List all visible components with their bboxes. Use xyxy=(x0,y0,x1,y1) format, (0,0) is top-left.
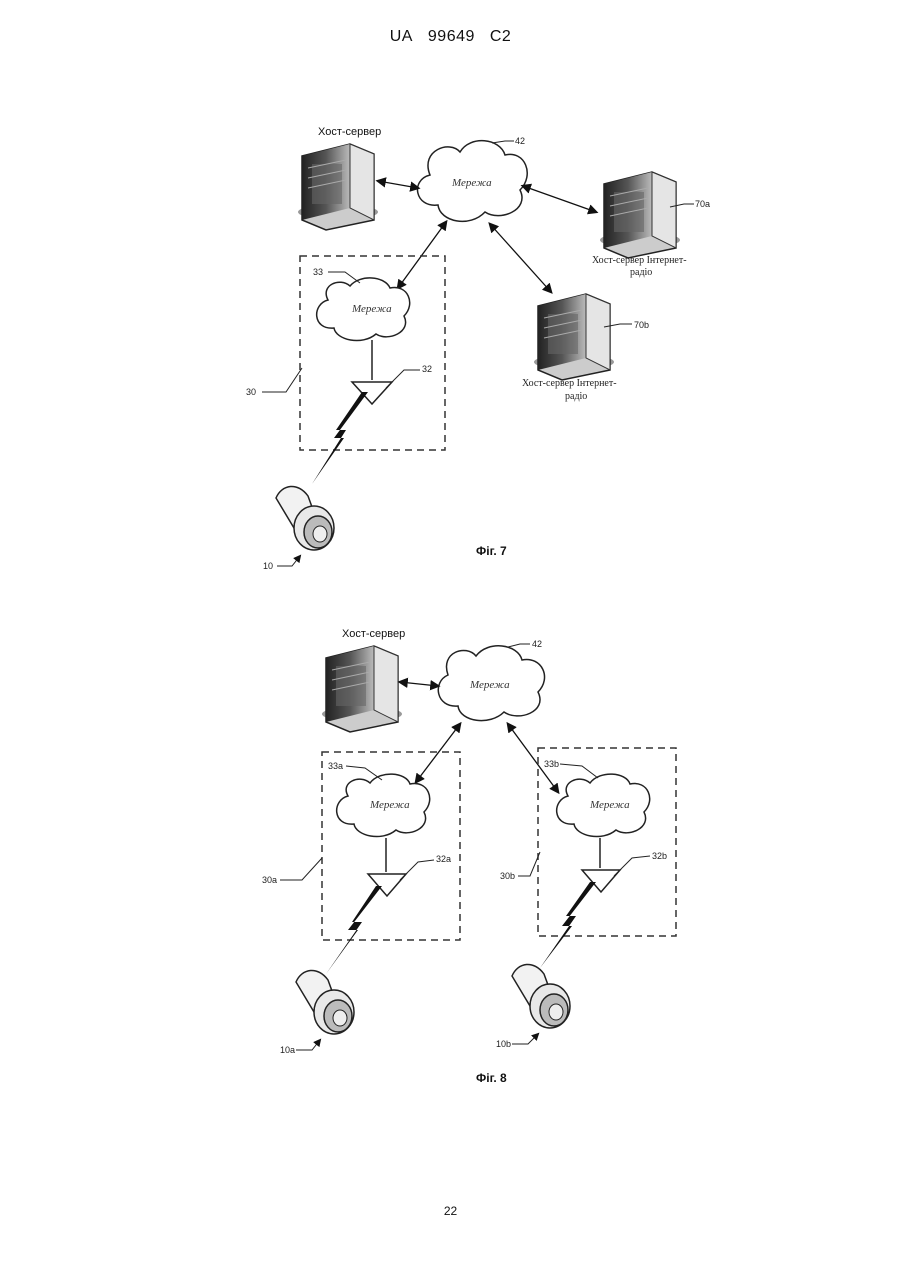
fig8-local-a-label: Мережа xyxy=(369,799,410,811)
fig7-antenna-ref: 32 xyxy=(422,364,432,374)
fig7-radio-server-b-icon xyxy=(534,294,614,380)
fig8-link-local-b xyxy=(508,724,558,792)
fig7-radio-server-a-label-1: Хост-сервер Інтернет- xyxy=(592,255,687,266)
fig8-caption: Фіг. 8 xyxy=(476,1071,507,1085)
page-number: 22 xyxy=(0,1204,901,1218)
fig7-radio-server-a-icon xyxy=(600,172,680,258)
fig8-host-server-icon xyxy=(322,646,402,732)
fig8-local-a-ref: 33a xyxy=(328,761,343,771)
fig8-local-b-ref: 33b xyxy=(544,759,559,769)
fig7-local-network-ref: 33 xyxy=(313,267,323,277)
fig8-network-ref: 42 xyxy=(532,639,542,649)
fig8-device-a-ref: 10a xyxy=(280,1045,295,1055)
fig8: Хост-сервер Мережа 42 30a Мережа 33a 32a… xyxy=(262,628,676,1085)
fig7-radio-server-b-ref: 70b xyxy=(634,320,649,330)
fig7-link-radio-b xyxy=(490,224,551,292)
fig7: Хост-сервер Мережа 42 70a Хост-сервер Ін… xyxy=(246,126,710,571)
fig7-link-radio-a xyxy=(523,186,596,212)
fig7-network-ref: 42 xyxy=(515,136,525,146)
fig8-wireless-b-icon xyxy=(540,882,596,968)
fig8-antenna-a-ref: 32a xyxy=(436,854,451,864)
fig7-radio-server-b-label-2: радіо xyxy=(565,391,587,402)
fig8-local-b-label: Мережа xyxy=(589,799,630,811)
fig7-caption: Фіг. 7 xyxy=(476,544,507,558)
fig7-system-ref: 30 xyxy=(246,387,256,397)
fig8-system-a-ref: 30a xyxy=(262,875,277,885)
fig8-link-local-a xyxy=(416,724,460,782)
fig7-link-local xyxy=(398,222,446,288)
fig7-radio-server-b-label-1: Хост-сервер Інтернет- xyxy=(522,378,617,389)
fig8-wireless-a-icon xyxy=(326,886,382,974)
fig7-host-server-icon xyxy=(298,144,378,230)
fig7-link-host xyxy=(378,181,418,188)
fig8-device-b-icon xyxy=(512,964,570,1028)
fig7-radio-server-a-ref: 70a xyxy=(695,199,710,209)
fig8-system-b-ref: 30b xyxy=(500,871,515,881)
fig8-host-server-label: Хост-сервер xyxy=(342,628,405,640)
fig7-radio-server-a-label-2: радіо xyxy=(630,267,652,278)
fig8-link-host xyxy=(400,682,438,686)
fig7-device-ref: 10 xyxy=(263,561,273,571)
fig7-local-network-label: Мережа xyxy=(351,303,392,315)
fig7-wireless-link-icon xyxy=(312,392,368,484)
fig8-network-label: Мережа xyxy=(469,679,510,691)
fig7-network-label: Мережа xyxy=(451,177,492,189)
fig7-device-icon xyxy=(276,486,334,550)
fig8-device-a-icon xyxy=(296,970,354,1034)
fig8-antenna-b-ref: 32b xyxy=(652,851,667,861)
fig8-device-b-ref: 10b xyxy=(496,1039,511,1049)
fig7-host-server-label: Хост-сервер xyxy=(318,126,381,138)
